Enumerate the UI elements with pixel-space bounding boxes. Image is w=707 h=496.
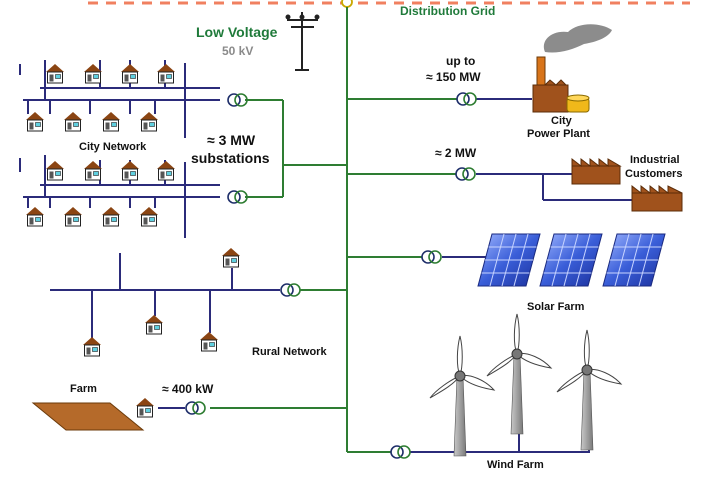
city-power-plant-line1: City (551, 115, 572, 127)
substations-label: substations (191, 150, 270, 166)
house-icon (63, 206, 83, 227)
house-icon (135, 397, 155, 418)
house-icon (45, 160, 65, 181)
house-icon (63, 111, 83, 132)
house-icon (221, 247, 241, 268)
house-icon (82, 336, 102, 357)
house-icon (199, 331, 219, 352)
industrial-customers-line1: Industrial (630, 154, 680, 166)
house-icon (25, 111, 45, 132)
solar-panel-icon (477, 233, 541, 287)
farm-power-label: ≈ 400 kW (162, 382, 214, 396)
house-icon (101, 111, 121, 132)
transformer-icon (280, 283, 301, 297)
wind-turbine-icon (429, 335, 495, 457)
solar-panel-icon (539, 233, 603, 287)
house-icon (156, 160, 176, 181)
transformer-icon (421, 250, 442, 264)
industrial-customers-line2: Customers (625, 168, 683, 180)
transformer-icon (185, 401, 206, 415)
plant-power-line2: ≈ 150 MW (426, 70, 481, 84)
transformer-icon (227, 93, 248, 107)
city-power-plant-line2: Power Plant (527, 128, 590, 140)
house-icon (139, 111, 159, 132)
distribution-grid-label: Distribution Grid (400, 4, 496, 18)
transformer-icon (390, 445, 411, 459)
factory-icon (571, 157, 683, 212)
low-voltage-label: Low Voltage (196, 24, 278, 40)
farm-field-icon (31, 402, 145, 431)
house-icon (120, 160, 140, 181)
house-icon (144, 314, 164, 335)
power-pole-icon (285, 12, 320, 71)
wind-turbine-icon (486, 313, 552, 435)
city-network-label: City Network (79, 141, 147, 153)
house-icon (25, 206, 45, 227)
local-network-lines (19, 60, 632, 453)
distribution-bus (210, 7, 458, 453)
house-icon (45, 63, 65, 84)
house-icon (139, 206, 159, 227)
transformer-icon (456, 92, 477, 106)
transformer-icon (455, 167, 476, 181)
industrial-power-label: ≈ 2 MW (435, 146, 477, 160)
grid-connector-icon (341, 0, 353, 8)
wind-farm-label: Wind Farm (487, 459, 544, 471)
plant-power-line1: up to (446, 54, 476, 68)
solar-panel-icon (602, 233, 666, 287)
farm-label: Farm (70, 383, 97, 395)
transformer-icon (227, 190, 248, 204)
power-plant-icon (532, 24, 612, 113)
house-icon (156, 63, 176, 84)
substations-power-label: ≈ 3 MW (207, 132, 256, 148)
house-icon (120, 63, 140, 84)
wind-turbine-icon (556, 329, 622, 451)
low-voltage-value: 50 kV (222, 44, 254, 58)
house-icon (101, 206, 121, 227)
solar-farm-label: Solar Farm (527, 301, 585, 313)
rural-network-label: Rural Network (252, 346, 327, 358)
